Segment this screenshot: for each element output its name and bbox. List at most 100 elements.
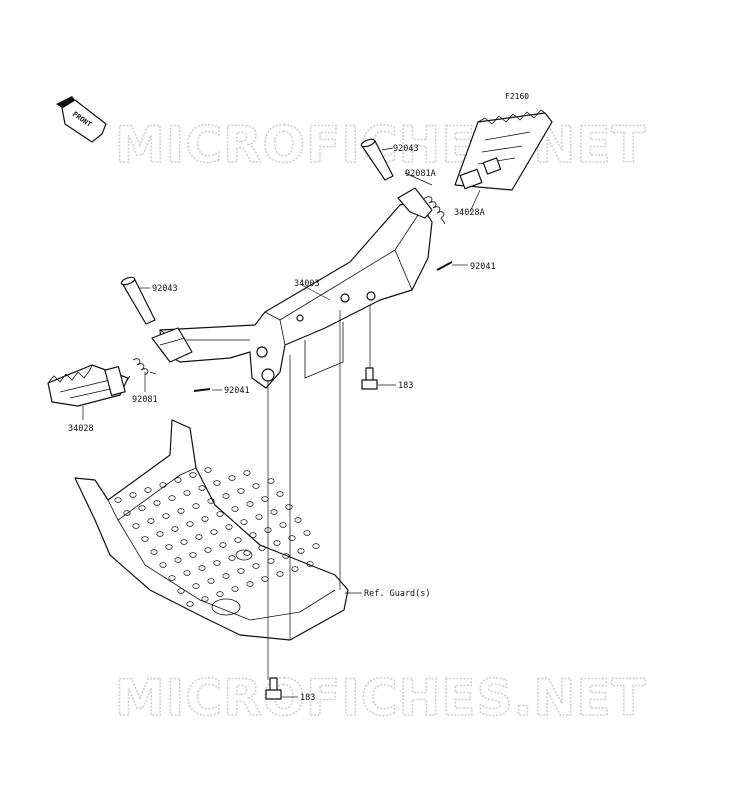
footpeg-bracket [159, 199, 433, 389]
label-spring-right: 92081A [405, 169, 436, 179]
vent-hole [186, 521, 194, 527]
vent-hole [222, 493, 230, 499]
right-footpeg [454, 109, 553, 191]
right-cotter-pin [436, 261, 453, 271]
vent-hole [174, 477, 182, 483]
vent-hole [246, 581, 254, 587]
vent-hole [246, 501, 254, 507]
vent-hole [297, 548, 305, 554]
vent-hole [171, 526, 179, 532]
vent-hole [162, 513, 170, 519]
left-mount [151, 327, 193, 363]
vent-hole [225, 524, 233, 530]
label-bolt-upper: 183 [398, 381, 413, 391]
vent-hole [294, 517, 302, 523]
vent-hole [165, 544, 173, 550]
vent-hole [129, 492, 137, 498]
vent-hole [138, 505, 146, 511]
label-peg-left: 34028 [68, 424, 94, 434]
vent-hole [183, 490, 191, 496]
front-arrow-icon: FRONT [56, 96, 107, 143]
vent-hole [180, 539, 188, 545]
vent-hole [150, 549, 158, 555]
vent-hole [240, 519, 248, 525]
vent-hole [201, 596, 209, 602]
vent-hole [207, 578, 215, 584]
vent-hole [291, 566, 299, 572]
vent-hole [156, 531, 164, 537]
vent-hole [192, 583, 200, 589]
vent-hole [213, 560, 221, 566]
label-cotter-left: 92041 [224, 386, 250, 396]
vent-hole [237, 488, 245, 494]
vent-hole [114, 497, 122, 503]
right-pin [360, 138, 394, 181]
vent-hole [168, 575, 176, 581]
vent-hole [204, 467, 212, 473]
vent-hole [141, 536, 149, 542]
vent-hole [132, 523, 140, 529]
vent-hole [192, 503, 200, 509]
vent-hole [177, 508, 185, 514]
vent-hole [267, 478, 275, 484]
label-peg-right: 34028A [454, 208, 485, 218]
figure-code: F2160 [505, 92, 529, 101]
label-spring-left: 92081 [132, 395, 158, 405]
vent-hole [216, 511, 224, 517]
leader-lines [82, 147, 481, 698]
label-pin-left: 92043 [152, 284, 178, 294]
lower-bolt [265, 677, 282, 700]
vent-hole [216, 591, 224, 597]
label-cotter-right: 92041 [470, 262, 496, 272]
vent-hole [189, 552, 197, 558]
vent-hole [168, 495, 176, 501]
vent-hole [276, 571, 284, 577]
vent-hole [243, 550, 251, 556]
vent-hole [153, 500, 161, 506]
vent-hole [123, 510, 131, 516]
left-footpeg [47, 364, 129, 407]
vent-hole [195, 534, 203, 540]
label-bolt-lower: 183 [300, 693, 315, 703]
vent-hole [273, 540, 281, 546]
vent-hole [252, 483, 260, 489]
vent-hole [228, 555, 236, 561]
skid-guard [74, 419, 349, 641]
vent-hole [258, 545, 266, 551]
vent-hole [276, 491, 284, 497]
vent-hole [159, 482, 167, 488]
vent-hole [228, 475, 236, 481]
vent-hole [252, 563, 260, 569]
vent-hole [213, 480, 221, 486]
vent-hole [234, 537, 242, 543]
vent-hole [183, 570, 191, 576]
vent-hole [210, 529, 218, 535]
label-guard-ref: Ref. Guard(s) [364, 589, 431, 599]
left-spring [125, 358, 157, 383]
vent-hole [243, 470, 251, 476]
vent-hole [207, 498, 215, 504]
vent-hole [222, 573, 230, 579]
vent-hole [219, 542, 227, 548]
vent-hole [285, 504, 293, 510]
vent-hole [303, 530, 311, 536]
upper-bolt [361, 367, 378, 390]
vent-hole [279, 522, 287, 528]
vent-hole [312, 543, 320, 549]
vent-hole [261, 496, 269, 502]
vent-hole [255, 514, 263, 520]
right-mount [397, 187, 433, 219]
vent-hole [186, 601, 194, 607]
vent-hole [198, 485, 206, 491]
left-cotter-pin [193, 388, 211, 392]
vent-hole [288, 535, 296, 541]
left-pin [120, 276, 156, 325]
vent-hole [306, 561, 314, 567]
vent-hole [198, 565, 206, 571]
vent-hole [177, 588, 185, 594]
vent-hole [237, 568, 245, 574]
vent-hole [159, 562, 167, 568]
vent-hole [201, 516, 209, 522]
vent-hole [282, 553, 290, 559]
